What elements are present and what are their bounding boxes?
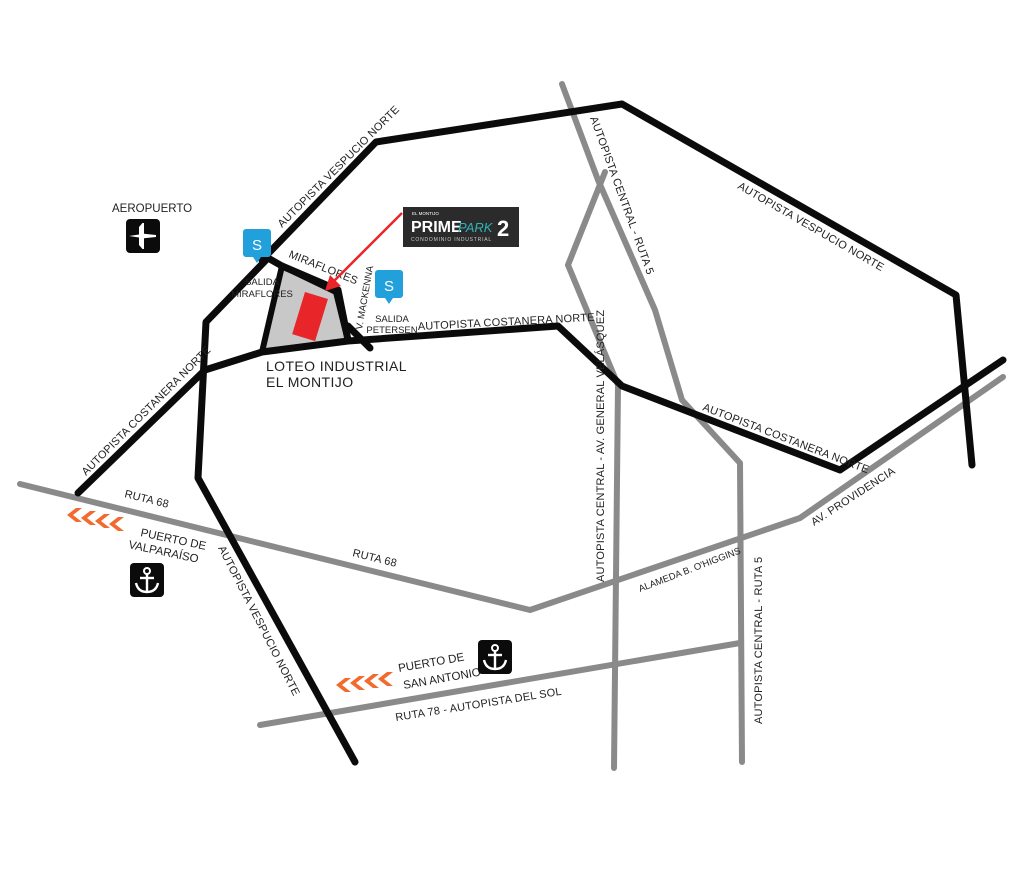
label-vespucio-south: AUTOPISTA VESPUCIO NORTE	[215, 544, 301, 698]
anchor-icon	[130, 563, 164, 597]
area-label-line-1: LOTEO INDUSTRIAL	[266, 358, 407, 374]
label-costanera-right: AUTOPISTA COSTANERA NORTE	[701, 402, 871, 477]
exit-marker-miraflores: S SALIDA MIRAFLORES	[231, 229, 293, 300]
logo-brand-prime: PRIME	[411, 219, 462, 236]
road-general-velasquez	[565, 169, 621, 771]
logo-small-text: EL MONTIJO	[412, 211, 439, 216]
exit-label-petersen-2: PETERSEN	[366, 325, 417, 336]
prime-park-logo: EL MONTIJO PRIME PARK 2 CONDOMINIO INDUS…	[403, 207, 519, 247]
label-providencia: AV. PROVIDENCIA	[809, 465, 898, 529]
label-vespucio-right: AUTOPISTA VESPUCIO NORTE	[736, 180, 886, 274]
logo-brand-park: PARK	[458, 220, 494, 235]
chevron-left-icon	[336, 672, 393, 692]
road-zone-link	[344, 322, 374, 352]
prime-park-site	[292, 292, 328, 342]
exit-label-miraflores-2: MIRAFLORES	[231, 289, 293, 300]
road-mackenna	[334, 286, 352, 344]
label-vespucio-top-left: AUTOPISTA VESPUCIO NORTE	[276, 104, 402, 230]
label-central-ruta5-south: AUTOPISTA CENTRAL - RUTA 5	[753, 557, 765, 724]
road-vespucio-norte	[194, 254, 359, 766]
logo-subtitle: CONDOMINIO INDUSTRIAL	[411, 237, 492, 243]
road-ruta-78	[257, 640, 743, 728]
exit-badge-petersen: S	[384, 278, 394, 295]
port-valparaiso: PUERTO DE VALPARAÍSO	[67, 508, 207, 597]
logo-number: 2	[497, 216, 509, 241]
label-ruta-68-a: RUTA 68	[123, 488, 170, 511]
road-vespucio-norte-north	[258, 100, 976, 469]
exit-marker-petersen: S SALIDA PETERSEN	[366, 270, 418, 336]
area-label-line-2: EL MONTIJO	[266, 374, 354, 390]
road-ruta-68	[17, 374, 1006, 613]
exit-badge-miraflores: S	[252, 237, 262, 254]
anchor-icon	[478, 640, 512, 674]
site-pointer-arrow	[325, 212, 403, 291]
road-ruta-5-central	[559, 81, 745, 765]
label-central-velasquez: AUTOPISTA CENTRAL - AV. GENERAL VELÁSQUE…	[594, 310, 607, 582]
chevron-left-icon	[67, 508, 124, 531]
label-costanera-left: AUTOPISTA COSTANERA NORTE	[80, 344, 214, 478]
airport-label: AEROPUERTO	[112, 203, 192, 215]
exit-label-miraflores-1: SALIDA	[245, 277, 279, 288]
label-ruta-78: RUTA 78 - AUTOPISTA DEL SOL	[395, 686, 563, 724]
highways	[74, 100, 1007, 766]
exit-label-petersen-1: SALIDA	[375, 314, 409, 325]
airplane-icon	[126, 219, 160, 253]
road-costanera-norte	[74, 322, 1007, 497]
label-mackenna: V. MACKENNA	[354, 264, 376, 330]
secondary-roads	[17, 81, 1006, 771]
